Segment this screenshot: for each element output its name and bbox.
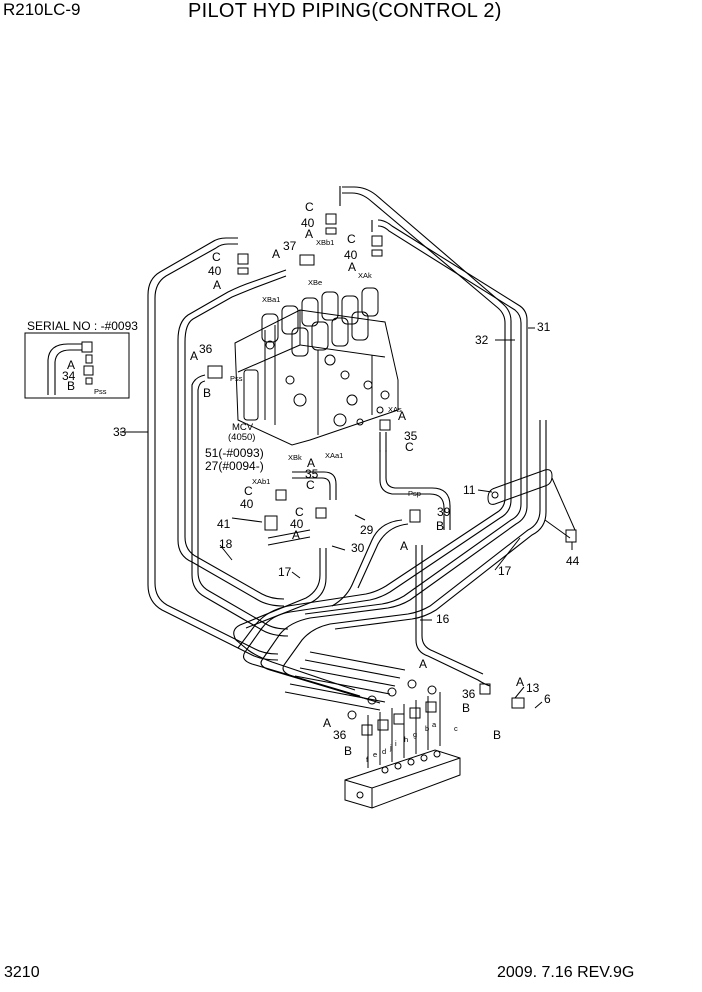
leader-lines (120, 327, 573, 709)
port-e: e (373, 750, 377, 759)
mcv-valve: MCV (4050) (228, 287, 399, 446)
port-c: c (454, 724, 458, 733)
mcv-part: (4050) (228, 432, 255, 443)
page-number: 3210 (4, 964, 40, 981)
callout-41: 41 (217, 517, 231, 531)
port-b: b (425, 724, 429, 733)
fittings (207, 213, 525, 709)
callout-32: 32 (475, 333, 489, 347)
letter-b4: B (462, 701, 470, 715)
callout-39: 39 (437, 505, 451, 519)
letter-b3: B (493, 728, 501, 742)
serial-inset: SERIAL NO : -#0093 A 34 B Pss (24, 319, 138, 399)
callout-40b: 40 (344, 248, 358, 262)
port-xab1: XAb1 (252, 477, 270, 486)
callout-6: 6 (544, 692, 551, 706)
callout-31: 31 (537, 320, 551, 334)
callout-40c: 40 (208, 264, 222, 278)
callout-35b: 35 (305, 467, 319, 481)
port-j: j (389, 743, 392, 752)
callout-40e: 40 (290, 517, 304, 531)
letter-a12: A (323, 716, 331, 730)
port-f: f (366, 755, 369, 764)
pipe-33 (147, 237, 279, 661)
callout-36a: 36 (199, 342, 213, 356)
letter-c5: C (306, 478, 315, 492)
letter-a7: A (307, 456, 315, 470)
letter-a6: A (398, 409, 406, 423)
lower-bundle (233, 420, 547, 711)
port-xbb1: XBb1 (316, 238, 334, 247)
mcv-label: MCV (232, 422, 254, 433)
port-h: h (404, 735, 408, 744)
letter-c4: C (405, 440, 414, 454)
model-number: R210LC-9 (3, 0, 81, 19)
letter-c7: C (295, 505, 304, 519)
callout-40a: 40 (301, 216, 315, 230)
page-title: PILOT HYD PIPING(CONTROL 2) (188, 0, 502, 22)
callout-29: 29 (360, 523, 374, 537)
letter-b5: B (344, 744, 352, 758)
letter-a1: A (305, 227, 313, 241)
callout-36b: 36 (462, 687, 476, 701)
letter-a3: A (213, 278, 221, 292)
serial-pss: Pss (94, 387, 107, 396)
letter-a8: A (292, 528, 300, 542)
port-a: a (432, 720, 437, 729)
letter-a4: A (272, 247, 280, 261)
callout-13: 13 (526, 681, 540, 695)
callout-18: 18 (219, 537, 233, 551)
port-d: d (382, 747, 386, 756)
letter-a2: A (348, 260, 356, 274)
letter-c3: C (212, 250, 221, 264)
lower-manifold (344, 679, 461, 809)
letter-c1: C (305, 200, 314, 214)
port-xba1: XBa1 (262, 295, 280, 304)
callouts: 31 32 33 11 44 17 17 16 18 29 30 13 6 37… (113, 200, 580, 764)
letter-c6: C (244, 484, 253, 498)
letter-a9: A (400, 539, 408, 553)
letter-a11: A (419, 657, 427, 671)
letter-c2: C (347, 232, 356, 246)
callout-33: 33 (113, 425, 127, 439)
callout-27: 27(#0094-) (205, 459, 264, 473)
callout-37: 37 (283, 239, 297, 253)
serial-label: SERIAL NO : -#0093 (27, 319, 138, 333)
callout-11: 11 (463, 483, 476, 497)
revision-date: 2009. 7.16 REV.9G (497, 964, 635, 981)
port-xas: XAs (388, 405, 402, 414)
callout-44: 44 (566, 554, 580, 568)
callout-51: 51(-#0093) (205, 446, 264, 460)
port-xbk: XBk (288, 453, 302, 462)
letter-a10: A (516, 675, 524, 689)
pipes-51-18 (177, 269, 289, 637)
port-psp: Psp (408, 489, 421, 498)
letter-b1: B (203, 386, 211, 400)
pipes-31-32 (339, 186, 528, 470)
serial-b: B (67, 379, 75, 393)
callout-35a: 35 (404, 429, 418, 443)
callout-17-right: 17 (498, 564, 512, 578)
port-g: g (413, 730, 417, 739)
callout-30: 30 (351, 541, 365, 555)
port-xaa1: XAa1 (325, 451, 343, 460)
port-pss: Pss (230, 374, 243, 383)
port-labels: XBb1 XBe XBa1 XAk Pss XAs XBk XAb1 XAa1 … (230, 238, 421, 498)
letter-a5: A (190, 349, 198, 363)
serial-a: A (67, 358, 75, 372)
serial-34: 34 (62, 369, 76, 383)
letter-b2: B (436, 519, 444, 533)
clamp-11 (487, 469, 577, 543)
port-xbe: XBe (308, 278, 322, 287)
port-xak: XAk (358, 271, 372, 280)
port-i: i (395, 739, 397, 748)
callout-36c: 36 (333, 728, 347, 742)
callout-40d: 40 (240, 497, 254, 511)
callout-16: 16 (436, 612, 450, 626)
callout-17-left: 17 (278, 565, 292, 579)
